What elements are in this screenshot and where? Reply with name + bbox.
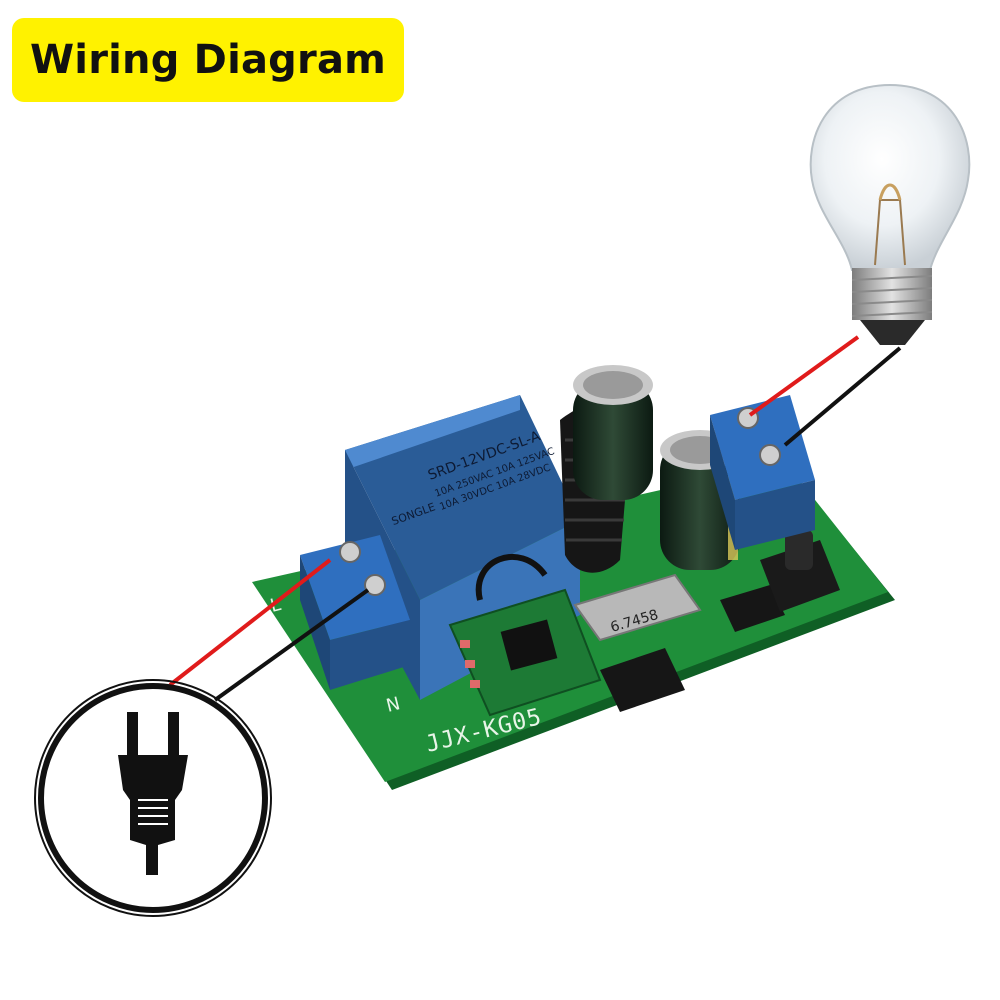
power-plug-icon [34,679,272,917]
title-badge: Wiring Diagram [12,18,404,102]
rf-receiver-module [448,554,602,717]
diagram-title: Wiring Diagram [29,37,387,83]
live-wire-output [748,335,860,417]
capacitor-small [573,365,653,500]
ic-chip [600,585,785,712]
neutral-wire-input [213,588,370,702]
live-wire-input [168,558,332,687]
input-terminal-block [300,535,410,690]
output-terminal-block [710,395,815,550]
light-bulb-icon [809,83,971,345]
push-button [760,530,840,612]
neutral-wire-output [783,346,902,447]
terminal-label-n: N [384,693,402,717]
